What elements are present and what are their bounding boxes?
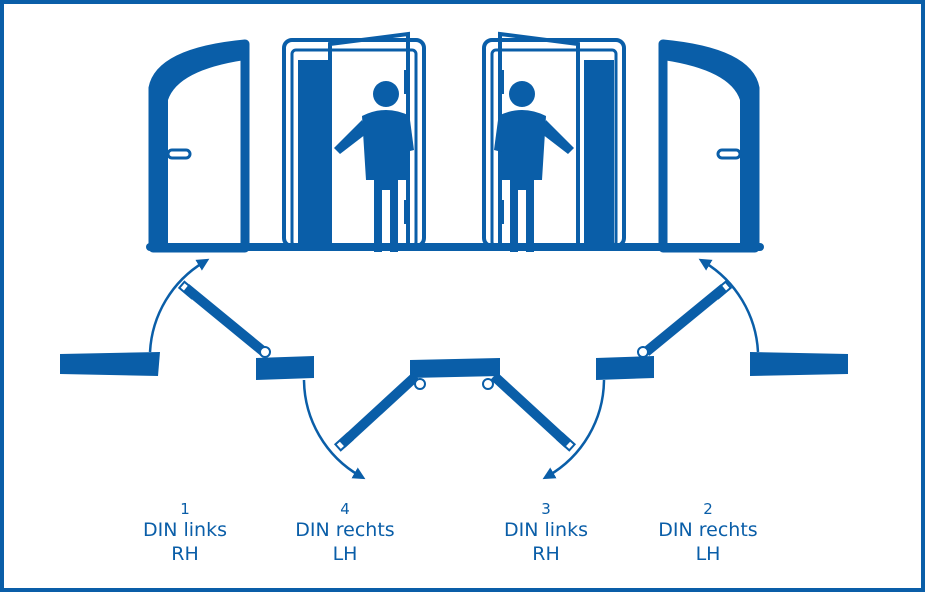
variant-din-label: DIN rechts [658, 519, 758, 541]
caption-variant-2: 2 DIN rechts LH [638, 500, 778, 566]
variant-code: RH [532, 543, 560, 565]
variant-number: 4 [340, 500, 350, 518]
doorway-left [282, 31, 426, 252]
caption-variant-1: 1 DIN links RH [115, 500, 255, 566]
variant-din-label: DIN rechts [295, 519, 395, 541]
person-icon-left [334, 81, 414, 252]
swing-plan-3 [482, 372, 606, 480]
door-panel-right [658, 39, 760, 253]
illustration [146, 31, 764, 253]
swing-plan-4 [302, 358, 500, 480]
variant-din-label: DIN links [143, 519, 227, 541]
variant-number: 3 [541, 500, 551, 518]
person-icon-right [494, 81, 574, 252]
caption-variant-3: 3 DIN links RH [476, 500, 616, 566]
variant-code: LH [332, 543, 358, 565]
variant-din-label: DIN links [504, 519, 588, 541]
doorway-right [482, 31, 626, 252]
swing-plan-1 [60, 258, 314, 380]
door-panel-left [148, 39, 250, 253]
variant-code: LH [695, 543, 721, 565]
variant-number: 1 [180, 500, 190, 518]
variant-number: 2 [703, 500, 713, 518]
caption-variant-4: 4 DIN rechts LH [275, 500, 415, 566]
variant-code: RH [171, 543, 199, 565]
swing-plan-2 [596, 258, 848, 380]
